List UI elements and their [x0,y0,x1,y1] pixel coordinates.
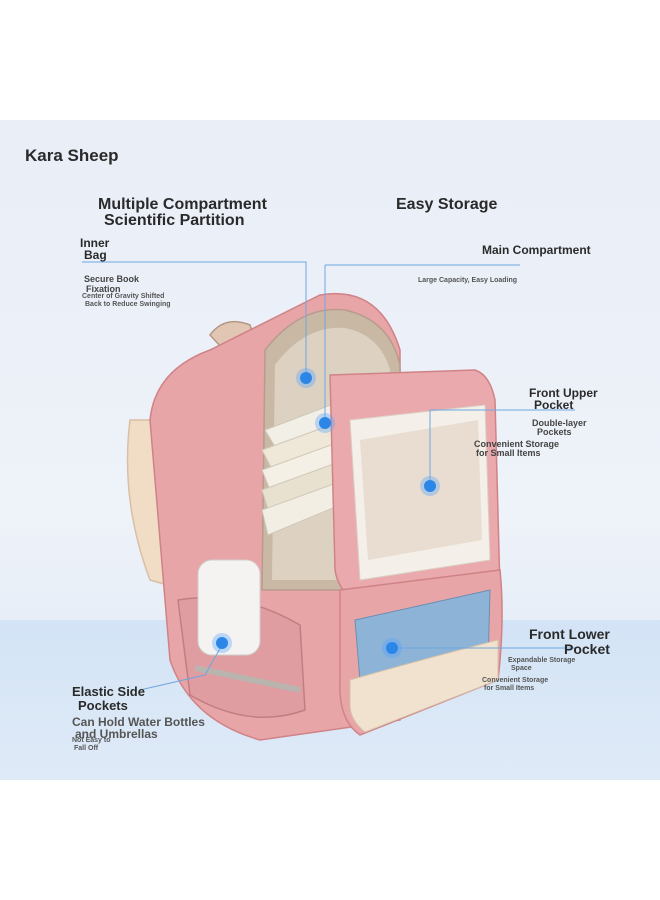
heading-easy-storage: Easy Storage [396,196,498,213]
main-compartment-title: Main Compartment [482,243,591,257]
callout-dot [296,368,316,388]
side-desc-1: Can Hold Water Bottles [72,715,205,729]
side-desc-2: and Umbrellas [75,727,158,741]
side-sub-1: Not Easy to [72,737,111,744]
front-upper-title-1: Front Upper [529,386,598,400]
front-lower-title-1: Front Lower [529,626,610,642]
front-lower-sub-2: Space [511,665,532,672]
callout-dot [420,476,440,496]
book-title-2: Fixation [86,284,121,294]
brand-name: Kara Sheep [25,146,119,165]
callout-dot [382,638,402,658]
side-title-1: Elastic Side [72,684,145,699]
side-title-2: Pockets [78,698,128,713]
callout-dot [212,633,232,653]
backpack-illustration [82,261,575,741]
side-sub-2: Fall Off [74,745,99,752]
front-upper-desc-1: Convenient Storage [474,439,560,449]
water-bottle [197,559,261,656]
front-upper-title-2: Pocket [534,398,574,412]
book-desc-2: Back to Reduce Swinging [85,301,171,308]
main-compartment-desc: Large Capacity, Easy Loading [418,277,518,284]
book-desc-1: Center of Gravity Shifted [82,293,165,300]
front-lower-desc-1: Convenient Storage [482,677,549,684]
leader-side [139,644,223,691]
reflective-strip [194,665,301,693]
upper-pocket-items [360,420,482,560]
heading-partition-line2: Scientific Partition [104,212,245,229]
front-upper-sub-1: Double-layer [532,418,587,428]
lower-pocket-trim [349,639,499,733]
front-lower-desc-2: for Small Items [484,685,535,692]
front-lower-title-2: Pocket [564,641,610,657]
leader-inner-bag [82,261,307,375]
inner-bag-title-2: Bag [84,248,107,262]
book-title-1: Secure Book [84,274,140,284]
heading-partition-line1: Multiple Compartment [98,196,267,213]
front-upper-desc-2: for Small Items [476,448,541,458]
front-upper-sub-2: Pockets [537,427,572,437]
inner-bag-title-1: Inner [80,236,110,250]
product-image-panel: Kara Sheep Multiple Compartment Scientif… [0,120,660,780]
front-lower-sub-1: Expandable Storage [508,657,576,664]
callout-dot [315,413,335,433]
